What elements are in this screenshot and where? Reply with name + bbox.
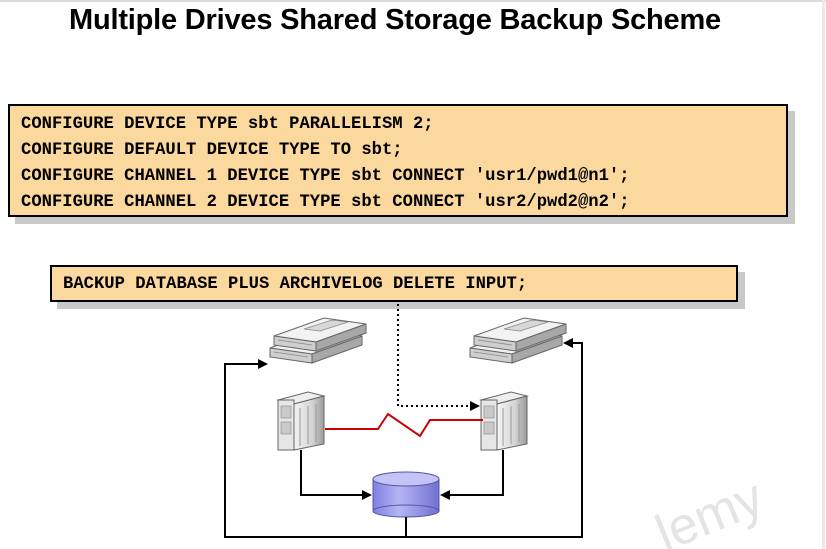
top-edge bbox=[0, 0, 826, 2]
node1-to-storage-arrow bbox=[300, 450, 372, 500]
storage-to-left-tape-arrow bbox=[224, 359, 407, 538]
node2-to-storage-arrow bbox=[440, 450, 504, 500]
page-title: Multiple Drives Shared Storage Backup Sc… bbox=[69, 4, 721, 36]
shared-disk-icon bbox=[372, 471, 440, 518]
configure-commands-box: CONFIGURE DEVICE TYPE sbt PARALLELISM 2;… bbox=[8, 104, 788, 217]
config-line-1: CONFIGURE DEVICE TYPE sbt PARALLELISM 2; bbox=[21, 115, 434, 134]
watermark-text: lemy bbox=[648, 468, 772, 549]
tape-drive-icon-right bbox=[470, 318, 566, 363]
config-line-4: CONFIGURE CHANNEL 2 DEVICE TYPE sbt CONN… bbox=[21, 193, 630, 212]
backup-command-box: BACKUP DATABASE PLUS ARCHIVELOG DELETE I… bbox=[50, 265, 738, 302]
backup-command-line: BACKUP DATABASE PLUS ARCHIVELOG DELETE I… bbox=[63, 275, 528, 294]
cluster-interconnect-line bbox=[325, 412, 483, 438]
server-icon-node2 bbox=[480, 391, 528, 451]
backup-command-connector bbox=[397, 304, 480, 411]
storage-to-right-tape-arrow bbox=[406, 338, 583, 538]
config-line-2: CONFIGURE DEFAULT DEVICE TYPE TO sbt; bbox=[21, 141, 403, 160]
right-edge bbox=[822, 0, 825, 549]
config-line-3: CONFIGURE CHANNEL 1 DEVICE TYPE sbt CONN… bbox=[21, 167, 630, 186]
server-icon-node1 bbox=[277, 391, 325, 451]
tape-drive-icon-left bbox=[270, 318, 366, 363]
